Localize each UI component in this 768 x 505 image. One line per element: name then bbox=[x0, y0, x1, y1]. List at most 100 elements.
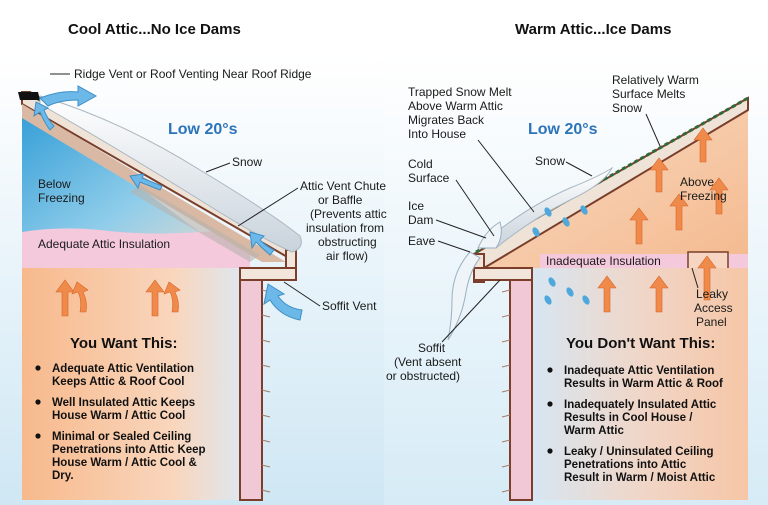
left-airflow-arrows bbox=[33, 85, 303, 321]
vent-chute bbox=[130, 185, 260, 262]
eave-leader bbox=[437, 240, 471, 253]
bullet-text-line: Adequate Attic Ventilation bbox=[52, 363, 194, 375]
right-soffit-label: Soffit (Vent absent or obstructed) bbox=[386, 341, 462, 383]
heat-arrow-icon bbox=[709, 177, 729, 215]
right-insulation-label: Inadequate Insulation bbox=[546, 254, 661, 268]
warm-surface-line: Snow bbox=[612, 101, 642, 115]
warm-surface-leader bbox=[645, 113, 661, 147]
trapped-label-line: Above Warm Attic bbox=[408, 99, 503, 113]
right-wall bbox=[509, 267, 533, 501]
bullet-dot-icon bbox=[547, 401, 553, 407]
right-soffit bbox=[473, 267, 533, 281]
trapped-label-line: Into House bbox=[408, 127, 466, 141]
vent-chute-label: Attic Vent Chute or Baffle (Prevents att… bbox=[300, 179, 387, 263]
soffit-vent-label: Soffit Vent bbox=[322, 299, 377, 313]
right-title: Warm Attic...Ice Dams bbox=[515, 21, 671, 38]
ice-dam-label-1: Ice bbox=[408, 199, 424, 213]
bullet-dot-icon bbox=[547, 367, 553, 373]
bullet-text-line: Inadequately Insulated Attic bbox=[564, 399, 717, 411]
left-snow-label: Snow bbox=[232, 155, 262, 169]
leaky-panel-leader bbox=[691, 267, 699, 289]
heat-arrow-icon bbox=[55, 279, 75, 317]
right-soffit-leader bbox=[441, 279, 501, 343]
soffit-intake-arrow-icon bbox=[263, 283, 303, 321]
warm-surface-line: Relatively Warm bbox=[612, 73, 699, 87]
bullet-text-line: Results in Cool House / bbox=[564, 412, 693, 424]
below-freezing-label-2: Freezing bbox=[38, 191, 85, 205]
left-insulation-label: Adequate Attic Insulation bbox=[38, 237, 170, 251]
below-freezing-label-1: Below bbox=[38, 177, 71, 191]
bullet-text-line: Result in Warm / Moist Attic bbox=[564, 472, 716, 484]
left-box-title: You Want This: bbox=[70, 335, 177, 352]
heat-arrow-icon bbox=[71, 281, 89, 313]
left-house-interior bbox=[22, 268, 240, 500]
cold-surface-leader bbox=[455, 179, 495, 237]
left-title: Cool Attic...No Ice Dams bbox=[68, 21, 241, 38]
right-snow-label: Snow bbox=[535, 154, 565, 168]
left-heat-arrows bbox=[55, 279, 181, 317]
heat-arrow-icon bbox=[145, 279, 165, 317]
bullet-text-line: House Warm / Attic Cool bbox=[52, 410, 185, 422]
right-siding bbox=[501, 289, 511, 493]
left-wall bbox=[239, 267, 263, 501]
cold-surface-label-2: Surface bbox=[408, 171, 450, 185]
upper-attic-arrow-icon bbox=[33, 101, 55, 131]
trapped-melt-label: Trapped Snow Melt Above Warm Attic Migra… bbox=[408, 85, 512, 141]
trapped-melt-leader bbox=[477, 139, 535, 213]
bullet-text-line: Minimal or Sealed Ceiling bbox=[52, 431, 191, 443]
ice-dam-label-2: Dam bbox=[408, 213, 433, 227]
left-soffit bbox=[239, 267, 297, 281]
warm-surface-line: Surface Melts bbox=[612, 87, 685, 101]
bullet-text-line: House Warm / Attic Cool & bbox=[52, 457, 197, 469]
ridge-exhaust-arrow-icon bbox=[39, 85, 98, 107]
bullet-text-line: Dry. bbox=[52, 470, 74, 482]
left-snow-leader bbox=[205, 162, 231, 173]
heat-arrow-icon bbox=[597, 275, 617, 313]
right-snow-leader bbox=[565, 161, 593, 177]
leaky-label-line: Leaky bbox=[696, 287, 728, 301]
chute-label-line: obstructing bbox=[318, 235, 377, 249]
bullet-text-line: Penetrations into Attic Keep bbox=[52, 444, 206, 456]
soffit-vent-leader bbox=[283, 281, 321, 307]
vent-chute-leader bbox=[237, 187, 299, 227]
heat-arrow-icon bbox=[649, 157, 669, 193]
chute-label-line: insulation from bbox=[306, 221, 384, 235]
right-house-interior bbox=[532, 268, 748, 500]
ice-dam bbox=[477, 221, 502, 249]
eave-label: Eave bbox=[408, 234, 436, 248]
above-freezing-label-2: Freezing bbox=[680, 189, 727, 203]
leaky-label-line: Access bbox=[694, 301, 733, 315]
ice-dam-leader bbox=[435, 219, 487, 239]
bullet-dot-icon bbox=[547, 448, 553, 454]
trapped-label-line: Trapped Snow Melt bbox=[408, 85, 512, 99]
bullet-text-line: Keeps Attic & Roof Cool bbox=[52, 376, 184, 388]
leaky-label-line: Panel bbox=[696, 315, 727, 329]
trapped-label-line: Migrates Back bbox=[408, 113, 485, 127]
chute-label-line: or Baffle bbox=[318, 193, 363, 207]
melt-water-drops bbox=[532, 205, 590, 305]
bullet-text-line: Penetrations into Attic bbox=[564, 459, 687, 471]
heat-arrow-icon bbox=[163, 281, 181, 313]
heat-arrow-icon bbox=[693, 127, 713, 163]
bullet-dot-icon bbox=[35, 399, 41, 405]
leaky-panel-label: Leaky Access Panel bbox=[694, 287, 733, 329]
chute-label-line: air flow) bbox=[326, 249, 368, 263]
above-freezing-label-1: Above bbox=[680, 175, 714, 189]
ridge-vent-label: Ridge Vent or Roof Venting Near Roof Rid… bbox=[74, 67, 312, 81]
bullet-text-line: Leaky / Uninsulated Ceiling bbox=[564, 446, 714, 458]
heat-arrow-icon bbox=[649, 275, 669, 313]
right-box-title: You Don't Want This: bbox=[566, 335, 715, 352]
warm-surface-label: Relatively Warm Surface Melts Snow bbox=[612, 73, 699, 115]
chute-label-line: Attic Vent Chute bbox=[300, 179, 386, 193]
icicle bbox=[447, 251, 481, 341]
chute-label-line: (Prevents attic bbox=[310, 207, 387, 221]
ridge-vent-icon bbox=[18, 92, 40, 100]
leak-arrow-icon bbox=[697, 255, 717, 301]
soffit-label-line: (Vent absent bbox=[394, 355, 462, 369]
right-temperature: Low 20°s bbox=[528, 121, 598, 138]
chute-arrow-icon bbox=[249, 231, 275, 256]
bullet-dot-icon bbox=[35, 365, 41, 371]
